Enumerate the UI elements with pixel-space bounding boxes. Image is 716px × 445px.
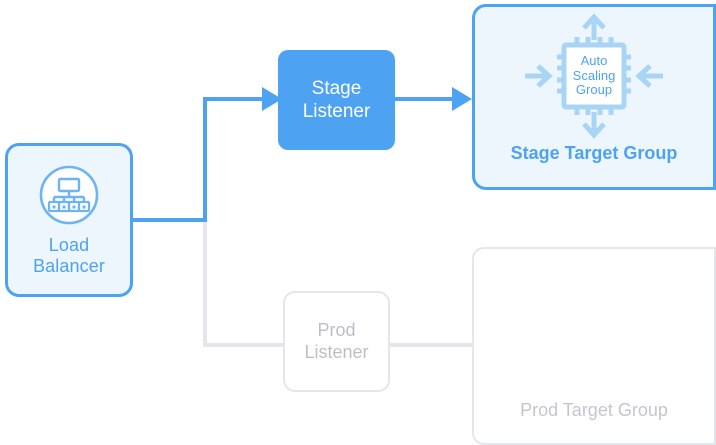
stage-listener-label-line2: Listener: [302, 101, 371, 122]
connector-load-balancer-to-stage-listener: [133, 87, 282, 222]
panel-prod-target-group[interactable]: Prod Target Group: [472, 247, 716, 445]
chip-body: [561, 42, 627, 110]
load-balancer-label-line1: Load: [48, 234, 90, 255]
node-prod-listener[interactable]: Prod Listener: [283, 291, 390, 392]
stage-listener-label: Stage Listener: [303, 77, 371, 123]
connector-load-balancer-to-prod-listener: [203, 220, 283, 347]
node-load-balancer[interactable]: Load Balancer: [5, 143, 133, 297]
load-balancer-label: Load Balancer: [33, 235, 105, 277]
connector-stage-listener-to-stage-target-group: [395, 87, 472, 111]
stage-listener-label-line1: Stage: [311, 77, 362, 99]
scale-arrows: [525, 13, 663, 139]
cpu-chip-icon: [525, 13, 663, 139]
auto-scaling-group-graphic: Auto Scaling Group: [519, 13, 669, 139]
node-stage-listener[interactable]: Stage Listener: [278, 50, 395, 150]
stage-target-group-label: Stage Target Group: [510, 143, 678, 163]
load-balancer-hierarchy-icon: [37, 163, 101, 227]
panel-stage-target-group[interactable]: Auto Scaling Group Stage Target Group: [472, 4, 716, 190]
prod-target-group-label: Prod Target Group: [520, 400, 668, 420]
prod-listener-label-line2: Listener: [304, 341, 369, 362]
load-balancer-label-line2: Balancer: [33, 256, 105, 276]
prod-listener-label: Prod Listener: [304, 320, 368, 364]
prod-listener-label-line1: Prod: [317, 319, 356, 340]
